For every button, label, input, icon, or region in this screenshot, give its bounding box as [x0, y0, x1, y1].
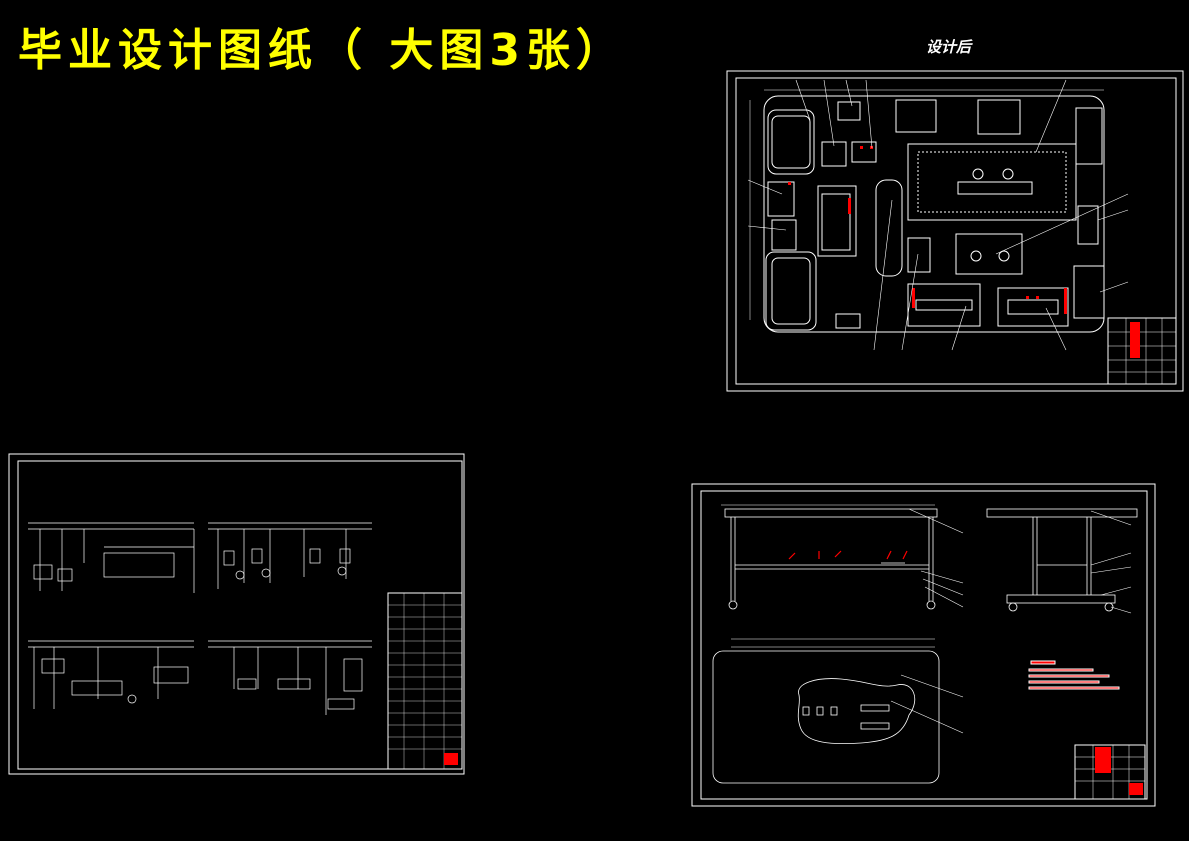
- drawing-caption-layout: 设计后: [926, 38, 972, 56]
- page-title: 毕业设计图纸（ 大图3张）: [18, 25, 626, 76]
- drawing-layout-plan[interactable]: [726, 70, 1184, 392]
- drawing-workbench-assembly[interactable]: [691, 483, 1156, 807]
- drawing-circuit-schematic[interactable]: [8, 453, 465, 775]
